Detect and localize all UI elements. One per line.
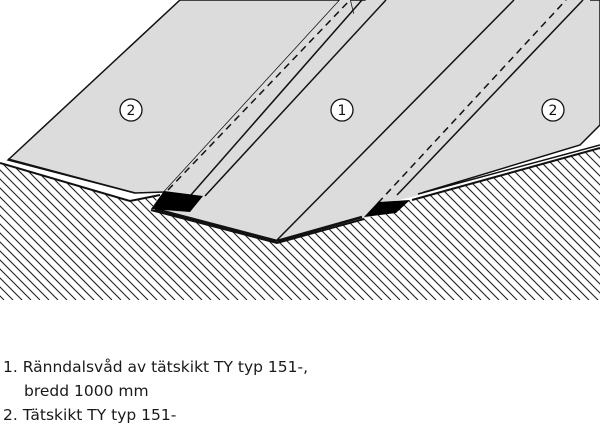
hatch-line (0, 148, 122, 300)
dashed-edge-left (167, 0, 351, 191)
hatch-line (0, 148, 50, 300)
hatch-line (0, 148, 32, 300)
membrane-right-bottom-edge (417, 144, 600, 195)
legend-continuation: bredd 1000 mm (24, 382, 149, 400)
wedge-left (151, 191, 203, 212)
callout-label: 2 (127, 103, 136, 119)
valley-gutter-diagram: 2 1 2 (0, 0, 600, 300)
hatch-line (0, 148, 95, 300)
dashed-edge-right (377, 0, 567, 204)
hatch-line (0, 148, 86, 300)
callout-label: 2 (549, 103, 558, 119)
hatch-line (0, 148, 68, 300)
hatch-line (536, 148, 600, 300)
hatch-line (572, 148, 600, 300)
valley-sheet-outline-right (276, 215, 363, 243)
callout-2-right: 2 (541, 98, 565, 122)
callout-1-center: 1 (330, 98, 354, 122)
legend-text: Tätskikt TY typ 151- (22, 406, 177, 424)
hatch-line (545, 148, 600, 300)
hatch-line (0, 148, 41, 300)
hatch-line (0, 148, 59, 300)
substrate-valley-line (150, 209, 365, 245)
hatch-line (0, 148, 131, 300)
hatch-line (518, 148, 600, 300)
hatch-line (0, 148, 104, 300)
hatch-line (0, 148, 113, 300)
membrane-left-bottom-edge (7, 158, 136, 194)
center-sheet-top-left (204, 0, 387, 197)
legend: 1. Rännd­alsvåd av tätskikt TY typ 151-,… (3, 355, 308, 427)
legend-text: Rännd­alsvåd av tätskikt TY typ 151-, (22, 358, 309, 376)
fold-line-right (396, 0, 584, 196)
legend-number: 1. (3, 358, 18, 376)
hatch-line (0, 148, 140, 300)
hatch-line (554, 148, 600, 300)
valley-sheet-outline-left (154, 207, 278, 243)
substrate-outline-left (0, 162, 161, 203)
fold-line-center (276, 0, 515, 241)
legend-item-1: 1. Rännd­alsvåd av tätskikt TY typ 151-,… (3, 355, 308, 403)
callout-2-left: 2 (119, 98, 143, 122)
hatch-line (509, 148, 600, 300)
valley-sheet-face (151, 0, 590, 240)
callout-label: 1 (338, 103, 347, 119)
hatch-line (563, 148, 600, 300)
hatch-line (0, 148, 77, 300)
fold-line-left (189, 0, 363, 197)
legend-item-2: 2. Tätskikt TY typ 151- (3, 403, 308, 427)
legend-number: 2. (3, 406, 18, 424)
wedge-right (364, 200, 410, 217)
hatch-line (527, 148, 600, 300)
substrate-outline-right (411, 147, 600, 201)
